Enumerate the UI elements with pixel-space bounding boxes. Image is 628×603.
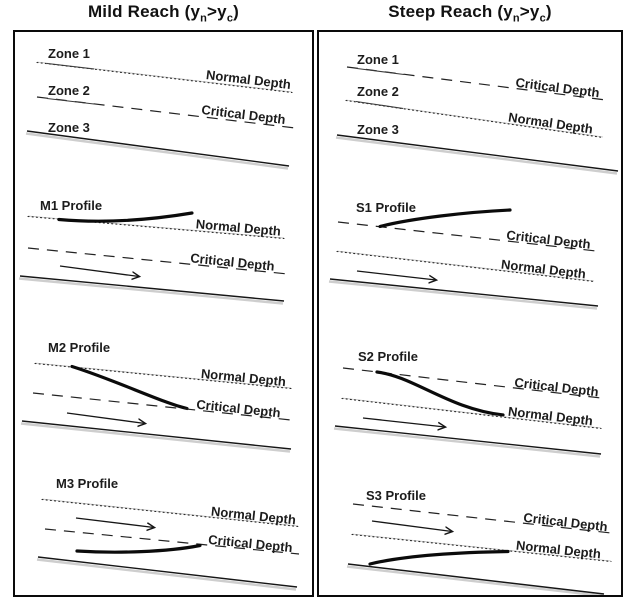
zone1-underline xyxy=(46,62,95,70)
m2-profile-label: M2 Profile xyxy=(48,340,110,355)
s1-profile-label: S1 Profile xyxy=(356,200,416,215)
channel-bed-line xyxy=(21,420,292,450)
normal-depth-label: Normal Depth xyxy=(507,404,593,429)
zone3-label: Zone 3 xyxy=(48,120,90,135)
m1-profile-section: M1 Profile Normal Depth Critical Depth xyxy=(18,198,289,305)
zone1-label: Zone 1 xyxy=(357,52,399,67)
normal-depth-line xyxy=(41,498,299,528)
channel-bed-shadow xyxy=(333,427,601,458)
critical-depth-line xyxy=(32,392,292,421)
s3-profile-curve xyxy=(368,549,510,566)
channel-bed-line xyxy=(37,556,298,588)
s2-profile-section: S2 Profile Critical Depth Normal Depth xyxy=(333,349,602,458)
subscript-n: n xyxy=(200,12,208,25)
flow-direction-arrow xyxy=(75,517,154,528)
normal-depth-label: Normal Depth xyxy=(195,216,281,238)
s2-profile-label: S2 Profile xyxy=(358,349,418,364)
s3-profile-label: S3 Profile xyxy=(366,488,426,503)
zone1-underline xyxy=(356,67,405,76)
channel-bed-shadow xyxy=(346,565,604,595)
m3-profile-label: M3 Profile xyxy=(56,476,118,491)
mild-zones-section: Zone 1 Normal Depth Zone 2 Critical Dept… xyxy=(25,46,296,170)
steep-reach-title: Steep Reach (yn>yc) xyxy=(317,2,623,24)
critical-depth-line xyxy=(27,247,289,275)
zone2-underline xyxy=(355,100,404,110)
channel-bed-line xyxy=(329,278,599,307)
m1-profile-curve xyxy=(57,211,194,223)
mild-reach-diagram: Zone 1 Normal Depth Zone 2 Critical Dept… xyxy=(18,46,300,591)
critical-depth-line xyxy=(352,503,612,534)
channel-bed-line xyxy=(19,275,285,302)
critical-depth-label: Critical Depth xyxy=(208,532,294,555)
critical-depth-label: Critical Depth xyxy=(506,227,592,251)
flow-direction-arrow xyxy=(362,417,445,427)
channel-bed-line xyxy=(334,425,602,455)
steep-reach-diagram: Zone 1 Critical Depth Zone 2 Normal Dept… xyxy=(328,52,619,595)
critical-depth-label: Critical Depth xyxy=(523,510,609,534)
normal-depth-label: Normal Depth xyxy=(200,366,286,389)
channel-bed-shadow xyxy=(328,280,598,310)
m1-profile-label: M1 Profile xyxy=(40,198,102,213)
critical-depth-label: Critical Depth xyxy=(514,375,600,400)
flow-direction-arrow xyxy=(371,520,452,532)
normal-depth-line xyxy=(341,397,602,430)
normal-depth-line xyxy=(336,250,595,283)
channel-bed-shadow xyxy=(335,136,618,175)
critical-depth-line xyxy=(44,528,300,555)
zone2-underline xyxy=(46,97,95,105)
m3-profile-curve xyxy=(75,543,202,554)
title-text: ) xyxy=(545,2,552,21)
subscript-c: c xyxy=(226,12,234,25)
channel-bed-shadow xyxy=(25,132,289,170)
title-text: >y xyxy=(519,2,540,21)
steep-zones-section: Zone 1 Critical Depth Zone 2 Normal Dept… xyxy=(335,52,619,175)
normal-depth-label: Normal Depth xyxy=(205,67,291,92)
critical-depth-label: Critical Depth xyxy=(201,102,287,127)
zone3-label: Zone 3 xyxy=(357,122,399,137)
normal-depth-label: Normal Depth xyxy=(515,538,601,562)
m3-profile-section: M3 Profile Normal Depth Critical Depth xyxy=(36,476,300,591)
normal-depth-label: Normal Depth xyxy=(210,504,296,528)
title-text: Mild Reach (y xyxy=(87,2,201,21)
channel-bed-line xyxy=(336,134,619,172)
critical-depth-label: Critical Depth xyxy=(190,250,276,273)
normal-depth-label: Normal Depth xyxy=(507,110,594,137)
channel-bed-line xyxy=(26,130,290,167)
title-text: >y xyxy=(207,2,227,21)
zone2-label: Zone 2 xyxy=(357,84,399,99)
critical-depth-label: Critical Depth xyxy=(196,397,282,421)
channel-bed-shadow xyxy=(36,558,297,591)
s3-profile-section: S3 Profile Critical Depth Normal Depth xyxy=(346,488,612,595)
s1-profile-curve xyxy=(378,208,512,229)
channel-bed-line xyxy=(347,563,605,595)
channel-bed-shadow xyxy=(18,277,284,305)
m2-profile-curve xyxy=(70,364,189,411)
zone2-label: Zone 2 xyxy=(48,83,90,98)
normal-depth-line xyxy=(351,533,612,563)
normal-depth-label: Normal Depth xyxy=(500,257,586,282)
flow-direction-arrow xyxy=(59,265,139,277)
subscript-c: c xyxy=(539,12,546,25)
mild-reach-panel: Zone 1 Normal Depth Zone 2 Critical Dept… xyxy=(13,30,314,597)
steep-reach-panel: Zone 1 Critical Depth Zone 2 Normal Dept… xyxy=(317,30,623,597)
m2-profile-section: M2 Profile Normal Depth Critical Depth xyxy=(20,340,292,453)
s2-profile-curve xyxy=(375,370,505,417)
title-text: Steep Reach (y xyxy=(388,2,513,21)
subscript-n: n xyxy=(512,12,520,25)
s1-profile-section: S1 Profile Critical Depth Normal Depth xyxy=(328,200,599,310)
flow-direction-arrow xyxy=(356,270,436,280)
mild-reach-title: Mild Reach (yn>yc) xyxy=(13,2,314,24)
zone1-label: Zone 1 xyxy=(48,46,90,61)
flow-direction-arrow xyxy=(66,412,145,424)
channel-bed-shadow xyxy=(20,422,291,453)
critical-depth-label: Critical Depth xyxy=(515,75,601,101)
title-text: ) xyxy=(233,2,240,21)
